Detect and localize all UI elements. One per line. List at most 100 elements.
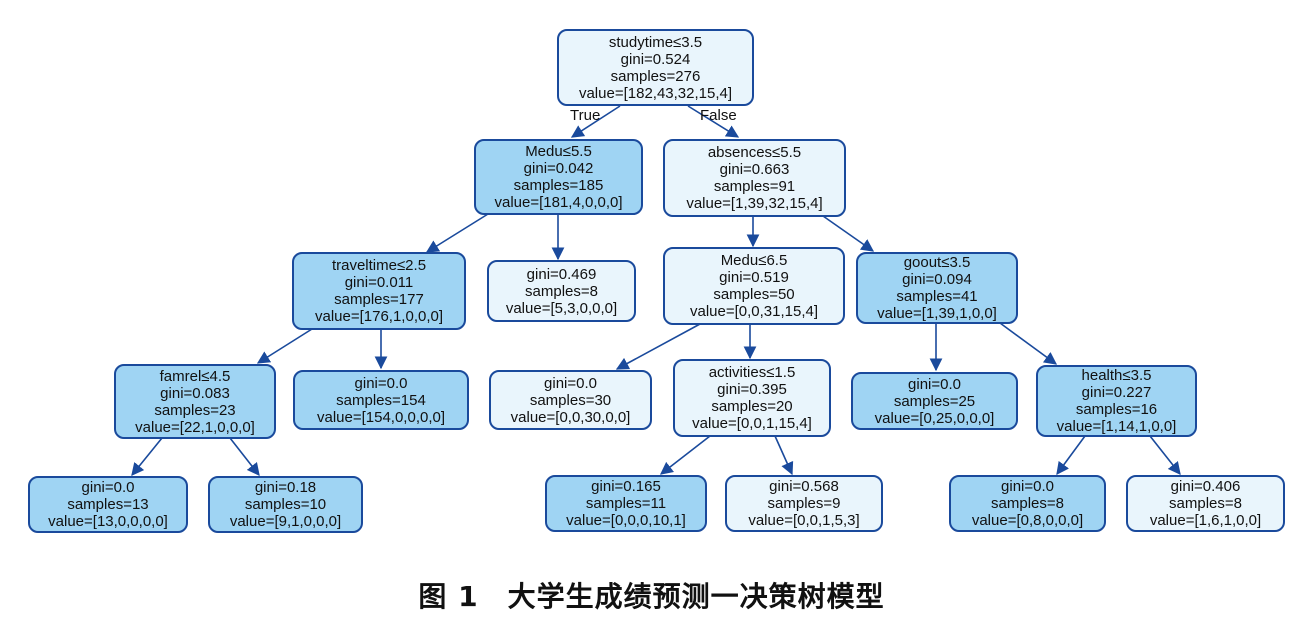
false-branch-label: False <box>700 107 737 124</box>
node-line: samples=23 <box>154 401 236 419</box>
node-line: samples=9 <box>767 495 841 512</box>
node-traveltime-2-5: traveltime≤2.5 gini=0.011 samples=177 va… <box>292 252 466 330</box>
node-line: value=[182,43,32,15,4] <box>578 84 733 102</box>
node-line: samples=8 <box>1169 495 1242 512</box>
node-line: value=[1,39,1,0,0] <box>877 305 997 322</box>
node-line: value=[154,0,0,0,0] <box>316 408 446 426</box>
node-line: gini=0.0 <box>81 479 135 496</box>
node-line: gini=0.0 <box>908 375 961 393</box>
edge-n1-n3 <box>425 213 489 253</box>
node-line: samples=20 <box>711 398 793 415</box>
edge-root-n2 <box>687 105 740 138</box>
node-health-3-5: health≤3.5 gini=0.227 samples=16 value=[… <box>1036 365 1197 437</box>
node-line: samples=185 <box>513 177 604 194</box>
node-leaf-samples-8-pure: gini=0.0 samples=8 value=[0,8,0,0,0] <box>949 475 1106 532</box>
node-line: gini=0.18 <box>254 479 317 496</box>
node-line: health≤3.5 <box>1081 367 1152 384</box>
node-leaf-samples-8-mixed: gini=0.406 samples=8 value=[1,6,1,0,0] <box>1126 475 1285 532</box>
node-line: value=[0,0,1,5,3] <box>748 512 860 529</box>
node-leaf-samples-9: gini=0.568 samples=9 value=[0,0,1,5,3] <box>725 475 883 532</box>
node-line: value=[181,4,0,0,0] <box>494 194 623 211</box>
node-line: Medu≤5.5 <box>525 143 592 160</box>
node-line: gini=0.469 <box>526 265 597 283</box>
node-line: studytime≤3.5 <box>608 33 703 51</box>
node-leaf-samples-13: gini=0.0 samples=13 value=[13,0,0,0,0] <box>28 476 188 533</box>
node-line: samples=8 <box>991 495 1064 512</box>
node-line: samples=25 <box>893 392 976 410</box>
node-line: value=[13,0,0,0,0] <box>48 513 168 530</box>
figure-caption: 图 1 大学生成绩预测一决策树模型 <box>418 580 885 613</box>
node-line: gini=0.042 <box>523 160 594 177</box>
node-line: samples=50 <box>713 286 795 303</box>
node-line: value=[0,25,0,0,0] <box>874 409 995 427</box>
edge-n5-n9 <box>615 323 701 370</box>
node-leaf-samples-30: gini=0.0 samples=30 value=[0,0,30,0,0] <box>489 370 652 430</box>
node-line: samples=8 <box>525 282 598 300</box>
node-line: value=[0,8,0,0,0] <box>971 512 1084 529</box>
node-line: samples=41 <box>896 288 978 305</box>
node-line: samples=10 <box>244 496 327 513</box>
node-line: traveltime≤2.5 <box>331 257 427 274</box>
node-line: Medu≤6.5 <box>720 252 788 269</box>
node-famrel-4-5: famrel≤4.5 gini=0.083 samples=23 value=[… <box>114 364 276 439</box>
edge-root-n1 <box>570 105 621 138</box>
node-medu-5-5: Medu≤5.5 gini=0.042 samples=185 value=[1… <box>474 139 643 215</box>
node-line: gini=0.227 <box>1081 384 1152 401</box>
node-line: value=[9,1,0,0,0] <box>229 513 342 530</box>
node-line: samples=30 <box>529 391 612 409</box>
edge-n2-n6 <box>822 215 875 252</box>
node-line: gini=0.094 <box>902 271 972 288</box>
edge-n3-n7 <box>256 328 313 364</box>
node-line: gini=0.165 <box>591 478 661 495</box>
node-line: samples=11 <box>585 495 667 512</box>
node-line: samples=16 <box>1075 401 1158 418</box>
node-line: gini=0.568 <box>769 478 839 495</box>
edge-n10-n15 <box>659 435 711 475</box>
node-medu-6-5: Medu≤6.5 gini=0.519 samples=50 value=[0,… <box>663 247 845 325</box>
node-line: absences≤5.5 <box>707 144 802 161</box>
node-line: gini=0.519 <box>719 269 789 286</box>
node-line: value=[0,0,31,15,4] <box>689 303 819 320</box>
node-activities-1-5: activities≤1.5 gini=0.395 samples=20 val… <box>673 359 831 437</box>
node-goout-3-5: goout≤3.5 gini=0.094 samples=41 value=[1… <box>856 252 1018 324</box>
node-leaf-samples-25: gini=0.0 samples=25 value=[0,25,0,0,0] <box>851 372 1018 430</box>
node-leaf-samples-154: gini=0.0 samples=154 value=[154,0,0,0,0] <box>293 370 469 430</box>
node-line: gini=0.406 <box>1170 478 1241 495</box>
node-line: value=[0,0,0,10,1] <box>566 512 686 529</box>
node-line: samples=13 <box>67 496 149 513</box>
edge-n7-n13 <box>131 437 163 476</box>
edge-n12-n17 <box>1056 435 1086 476</box>
root-node: studytime≤3.5 gini=0.524 samples=276 val… <box>557 29 754 106</box>
node-line: value=[0,0,1,15,4] <box>692 415 812 432</box>
node-line: gini=0.011 <box>344 274 414 291</box>
node-line: gini=0.0 <box>544 374 597 392</box>
edge-n12-n18 <box>1149 435 1181 476</box>
node-line: gini=0.663 <box>719 161 790 178</box>
edge-n7-n14 <box>229 437 260 477</box>
node-line: gini=0.0 <box>1001 478 1054 495</box>
node-line: famrel≤4.5 <box>159 367 231 385</box>
node-line: gini=0.524 <box>620 50 691 68</box>
node-line: samples=276 <box>610 67 701 85</box>
node-line: value=[1,14,1,0,0] <box>1056 418 1177 435</box>
edge-n10-n16 <box>774 435 794 476</box>
node-line: samples=154 <box>336 391 426 409</box>
node-line: goout≤3.5 <box>903 254 971 271</box>
node-line: value=[0,0,30,0,0] <box>510 408 631 426</box>
node-line: gini=0.395 <box>717 381 787 398</box>
true-branch-label: True <box>570 107 601 124</box>
node-line: samples=177 <box>334 291 424 308</box>
node-line: value=[176,1,0,0,0] <box>314 308 444 325</box>
node-line: activities≤1.5 <box>708 364 796 381</box>
node-line: gini=0.0 <box>354 374 408 392</box>
node-line: value=[1,39,32,15,4] <box>686 195 823 212</box>
node-line: samples=91 <box>713 178 796 195</box>
node-leaf-gini-0-469: gini=0.469 samples=8 value=[5,3,0,0,0] <box>487 260 636 322</box>
node-line: gini=0.083 <box>160 384 230 402</box>
edge-n6-n12 <box>999 322 1058 365</box>
node-line: value=[5,3,0,0,0] <box>505 299 618 317</box>
node-line: value=[1,6,1,0,0] <box>1149 512 1262 529</box>
node-leaf-samples-10: gini=0.18 samples=10 value=[9,1,0,0,0] <box>208 476 363 533</box>
node-line: value=[22,1,0,0,0] <box>135 418 255 436</box>
